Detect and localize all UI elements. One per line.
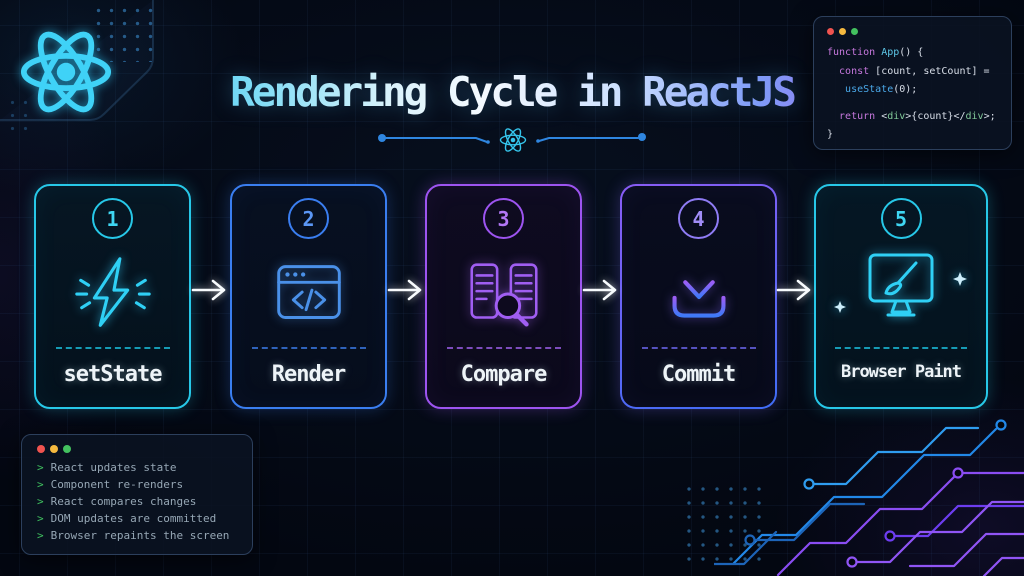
terminal-line: >DOM updates are committed [37, 512, 217, 525]
step-separator [55, 347, 170, 349]
close-icon [37, 445, 45, 453]
step-separator [446, 347, 561, 349]
step-separator [835, 347, 967, 349]
prompt-icon: > [37, 529, 44, 542]
step-number-badge: 5 [880, 198, 922, 239]
step-number-badge: 3 [483, 198, 524, 239]
maximize-icon [851, 28, 858, 35]
step-label: Render [271, 362, 346, 387]
step-label: Browser Paint [840, 362, 962, 382]
window-controls [827, 28, 998, 35]
terminal-line: >React compares changes [37, 495, 197, 508]
monitor-paintbrush-icon [834, 253, 967, 317]
code-snippet-card: function App() { const [count, setCount]… [813, 16, 1012, 150]
lightning-icon [74, 257, 151, 327]
download-commit-icon [672, 258, 725, 318]
code-line: useState(0); [827, 84, 918, 95]
step-number-badge: 2 [288, 198, 329, 239]
circuit-decoration [714, 419, 1024, 576]
step-card-compare: 3 Compare [425, 184, 582, 409]
react-mini-icon [499, 128, 527, 152]
step-card-browser-paint: 5 Browser Paint [814, 184, 988, 409]
step-separator [251, 347, 366, 349]
prompt-icon: > [37, 512, 44, 525]
flow-arrow-icon [776, 279, 811, 301]
flow-arrow-icon [582, 279, 617, 301]
step-number-badge: 1 [92, 198, 133, 239]
title-divider [378, 128, 646, 152]
step-label: Commit [661, 362, 736, 387]
page-title: Rendering Cycle in ReactJS [0, 68, 1024, 116]
code-line: const [count, setCount] = [827, 65, 990, 77]
code-line: } [827, 129, 834, 140]
sparkle-icon [953, 272, 967, 286]
step-card-commit: 4 Commit [620, 184, 777, 409]
sparkle-icon [834, 301, 846, 313]
step-label: Compare [460, 362, 548, 387]
prompt-icon: > [37, 495, 44, 508]
terminal-line: >React updates state [37, 461, 177, 474]
minimize-icon [50, 445, 58, 453]
react-logo-icon [20, 31, 112, 113]
code-line: function App() { [827, 47, 924, 58]
terminal-card: >React updates state >Component re-rende… [21, 434, 253, 555]
terminal-line: >Browser repaints the screen [37, 529, 230, 542]
flow-arrow-icon [191, 279, 226, 301]
maximize-icon [63, 445, 71, 453]
code-line: return <div>{count}</div>; [827, 110, 996, 122]
step-number-badge: 4 [678, 198, 719, 239]
compare-search-icon [469, 263, 538, 327]
step-separator [641, 347, 756, 349]
flow-arrow-icon [387, 279, 422, 301]
step-card-setstate: 1 setState [34, 184, 191, 409]
terminal-line: >Component re-renders [37, 478, 184, 491]
window-controls [37, 445, 237, 453]
close-icon [827, 28, 834, 35]
step-label: setState [63, 362, 163, 387]
minimize-icon [839, 28, 846, 35]
prompt-icon: > [37, 461, 44, 474]
browser-code-icon [276, 265, 341, 319]
prompt-icon: > [37, 478, 44, 491]
step-card-render: 2 Render [230, 184, 387, 409]
